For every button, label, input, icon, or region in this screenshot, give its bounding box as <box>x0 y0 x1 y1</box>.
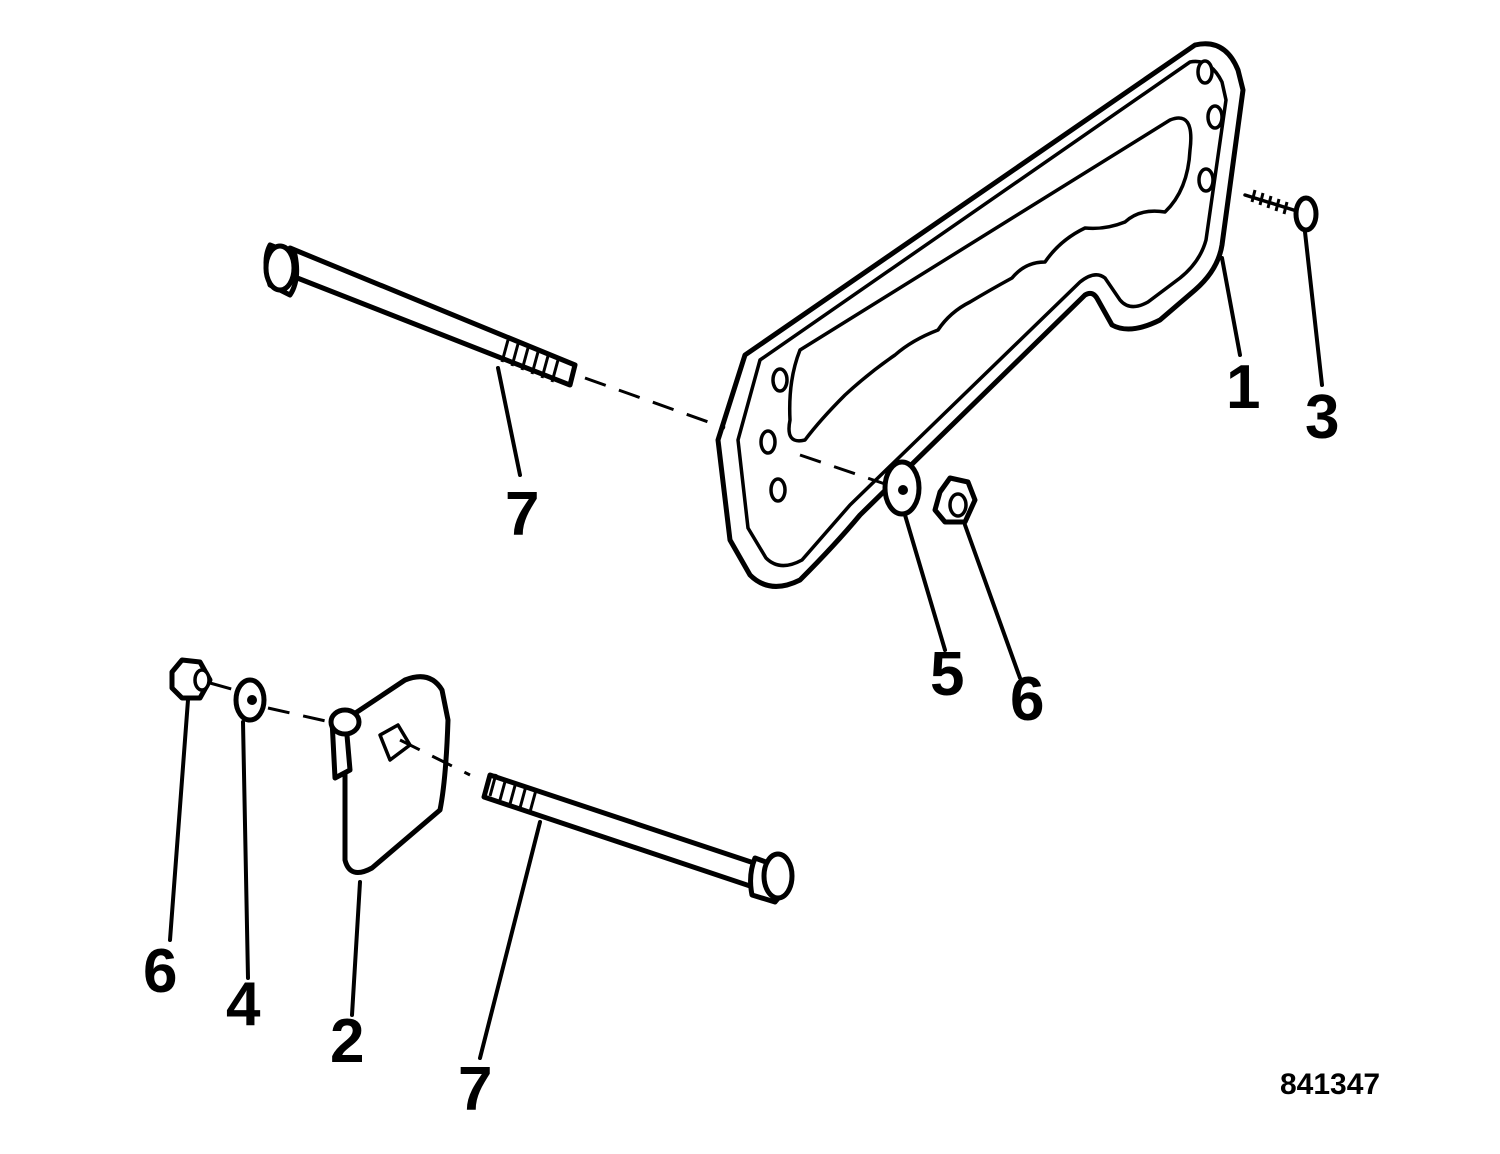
callout-5: 5 <box>930 640 964 709</box>
callout-4: 4 <box>226 970 261 1039</box>
callout-3: 3 <box>1305 383 1339 452</box>
mounting-plate <box>328 674 451 875</box>
upper-bolt <box>263 242 578 388</box>
upper-nut <box>932 475 978 525</box>
callout-6-lower: 6 <box>143 937 177 1006</box>
callout-6-upper: 6 <box>1010 665 1044 734</box>
screw <box>1243 189 1319 233</box>
callout-7-lower: 7 <box>458 1055 492 1124</box>
dash-line-mounting-plate <box>399 738 471 777</box>
upper-washer <box>882 459 922 517</box>
lower-washer <box>233 677 267 723</box>
dash-line-lower-nut <box>209 681 236 692</box>
callout-7-upper: 7 <box>505 480 539 549</box>
callout-2: 2 <box>330 1007 364 1076</box>
lower-nut <box>169 657 213 701</box>
bracket-plate <box>715 41 1246 589</box>
dash-line-upper-washer <box>799 453 889 487</box>
callout-1: 1 <box>1226 353 1260 422</box>
dash-line-lower-washer <box>267 706 331 724</box>
leader-lines <box>168 230 1324 1060</box>
figure-number: 841347 <box>1280 1068 1380 1101</box>
lower-bolt <box>481 772 795 905</box>
dash-line-upper-bolt <box>584 376 726 430</box>
